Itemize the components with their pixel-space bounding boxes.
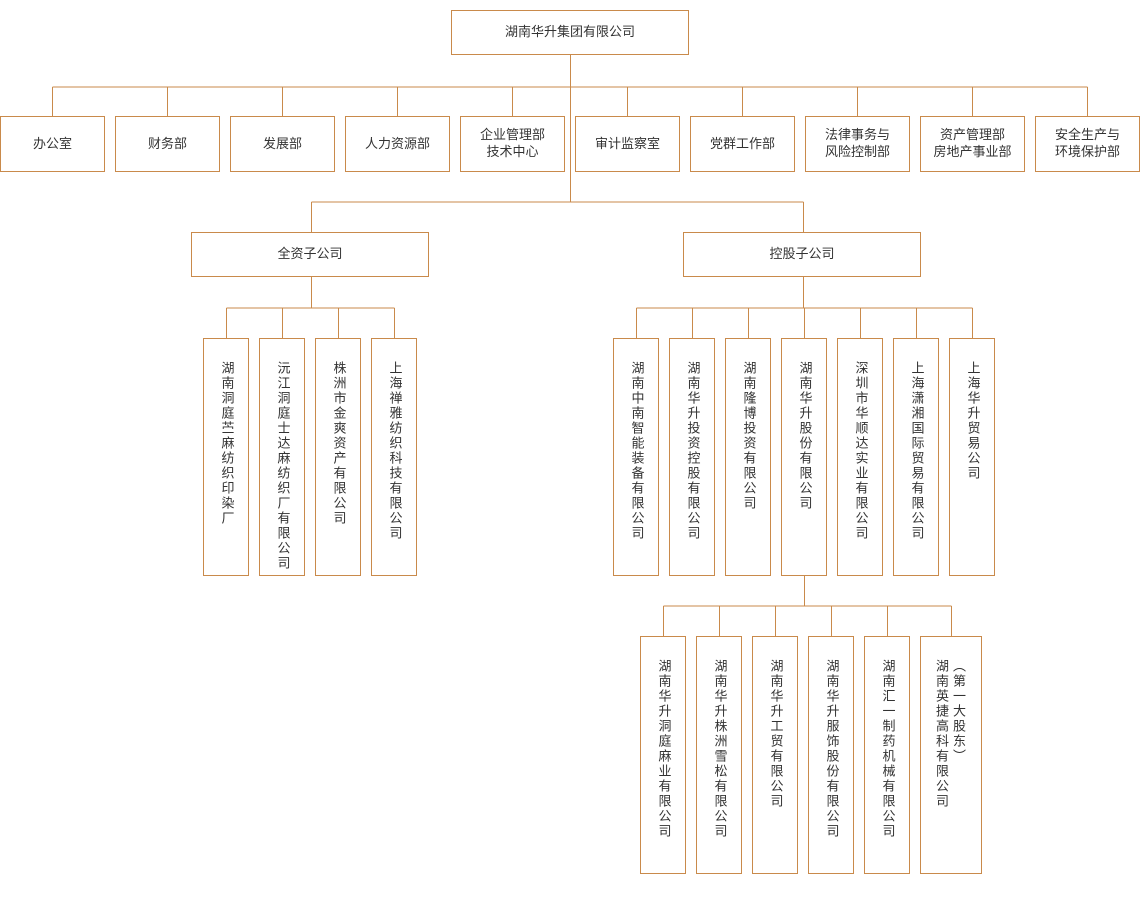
wholly-owned-label: 全资子公司 bbox=[277, 247, 343, 262]
holding-subsidiary: 湖南华升投资控股有限公司 bbox=[669, 338, 715, 576]
dept-label: 资产管理部 房地产事业部 bbox=[933, 128, 1012, 160]
second-level-subsidiary: 湖南华升服饰股份有限公司 bbox=[808, 636, 854, 874]
dept-office: 办公室 bbox=[0, 116, 105, 172]
subsidiary-label: 湖南华升株洲雪松有限公司 bbox=[711, 659, 727, 839]
subsidiary-label: 湖南英捷高科有限公司 bbox=[933, 659, 948, 809]
dept-label: 企业管理部 技术中心 bbox=[479, 128, 545, 160]
wholly-owned-subsidiary: 上海禅雅纺织科技有限公司 bbox=[371, 338, 417, 576]
holding-subsidiary: 湖南中南智能装备有限公司 bbox=[613, 338, 659, 576]
subsidiary-label: 上海潇湘国际贸易有限公司 bbox=[908, 361, 924, 541]
dept-label: 办公室 bbox=[32, 136, 72, 152]
subsidiary-label: 湖南华升服饰股份有限公司 bbox=[823, 659, 839, 839]
dept-party: 党群工作部 bbox=[690, 116, 795, 172]
root-company-label: 湖南华升集团有限公司 bbox=[504, 25, 635, 40]
holding-subsidiary: 上海华升贸易公司 bbox=[949, 338, 995, 576]
second-level-subsidiary: 湖南英捷高科有限公司 （第一大股东） bbox=[920, 636, 982, 874]
subsidiary-label: 湖南中南智能装备有限公司 bbox=[628, 361, 644, 541]
root-company-box: 湖南华升集团有限公司 bbox=[451, 10, 689, 55]
dept-label: 安全生产与 环境保护部 bbox=[1054, 128, 1120, 160]
subsidiary-label: 深圳市华顺达实业有限公司 bbox=[852, 361, 868, 541]
dept-safety-env: 安全生产与 环境保护部 bbox=[1035, 116, 1140, 172]
holding-subsidiary: 湖南隆博投资有限公司 bbox=[725, 338, 771, 576]
wholly-owned-box: 全资子公司 bbox=[191, 232, 429, 277]
second-level-subsidiary: 湖南华升工贸有限公司 bbox=[752, 636, 798, 874]
dept-hr: 人力资源部 bbox=[345, 116, 450, 172]
holding-box: 控股子公司 bbox=[683, 232, 921, 277]
second-level-subsidiary: 湖南华升株洲雪松有限公司 bbox=[696, 636, 742, 874]
dept-audit: 审计监察室 bbox=[575, 116, 680, 172]
second-level-subsidiary: 湖南华升洞庭麻业有限公司 bbox=[640, 636, 686, 874]
subsidiary-label: 株洲市金爽资产有限公司 bbox=[330, 361, 346, 526]
subsidiary-label: 湖南华升洞庭麻业有限公司 bbox=[655, 659, 671, 839]
subsidiary-label: 湖南隆博投资有限公司 bbox=[740, 361, 756, 511]
holding-label: 控股子公司 bbox=[769, 247, 835, 262]
shareholder-note: （第一大股东） bbox=[950, 659, 965, 764]
holding-subsidiary: 湖南华升股份有限公司 bbox=[781, 338, 827, 576]
subsidiary-label: 上海禅雅纺织科技有限公司 bbox=[386, 361, 402, 541]
dept-label: 法律事务与 风险控制部 bbox=[824, 128, 890, 160]
subsidiary-label: 湖南汇一制药机械有限公司 bbox=[879, 659, 895, 839]
dept-label: 发展部 bbox=[262, 136, 302, 152]
dept-legal-risk: 法律事务与 风险控制部 bbox=[805, 116, 910, 172]
subsidiary-label: 湖南洞庭苎麻纺织印染厂 bbox=[218, 361, 234, 526]
dept-management-tech: 企业管理部 技术中心 bbox=[460, 116, 565, 172]
dept-label: 财务部 bbox=[147, 136, 187, 152]
subsidiary-label: 上海华升贸易公司 bbox=[964, 361, 980, 481]
second-level-subsidiary: 湖南汇一制药机械有限公司 bbox=[864, 636, 910, 874]
subsidiary-label: 湖南华升股份有限公司 bbox=[796, 361, 812, 511]
subsidiary-label: 沅江洞庭士达麻纺织厂有限公司 bbox=[274, 361, 290, 571]
wholly-owned-subsidiary: 沅江洞庭士达麻纺织厂有限公司 bbox=[259, 338, 305, 576]
dept-asset-realestate: 资产管理部 房地产事业部 bbox=[920, 116, 1025, 172]
wholly-owned-subsidiary: 株洲市金爽资产有限公司 bbox=[315, 338, 361, 576]
dept-finance: 财务部 bbox=[115, 116, 220, 172]
dept-label: 审计监察室 bbox=[594, 136, 660, 152]
subsidiary-label: 湖南华升投资控股有限公司 bbox=[684, 361, 700, 541]
holding-subsidiary: 上海潇湘国际贸易有限公司 bbox=[893, 338, 939, 576]
dept-development: 发展部 bbox=[230, 116, 335, 172]
holding-subsidiary: 深圳市华顺达实业有限公司 bbox=[837, 338, 883, 576]
dept-label: 人力资源部 bbox=[364, 136, 430, 152]
subsidiary-label: 湖南华升工贸有限公司 bbox=[767, 659, 783, 809]
dept-label: 党群工作部 bbox=[709, 136, 775, 152]
wholly-owned-subsidiary: 湖南洞庭苎麻纺织印染厂 bbox=[203, 338, 249, 576]
